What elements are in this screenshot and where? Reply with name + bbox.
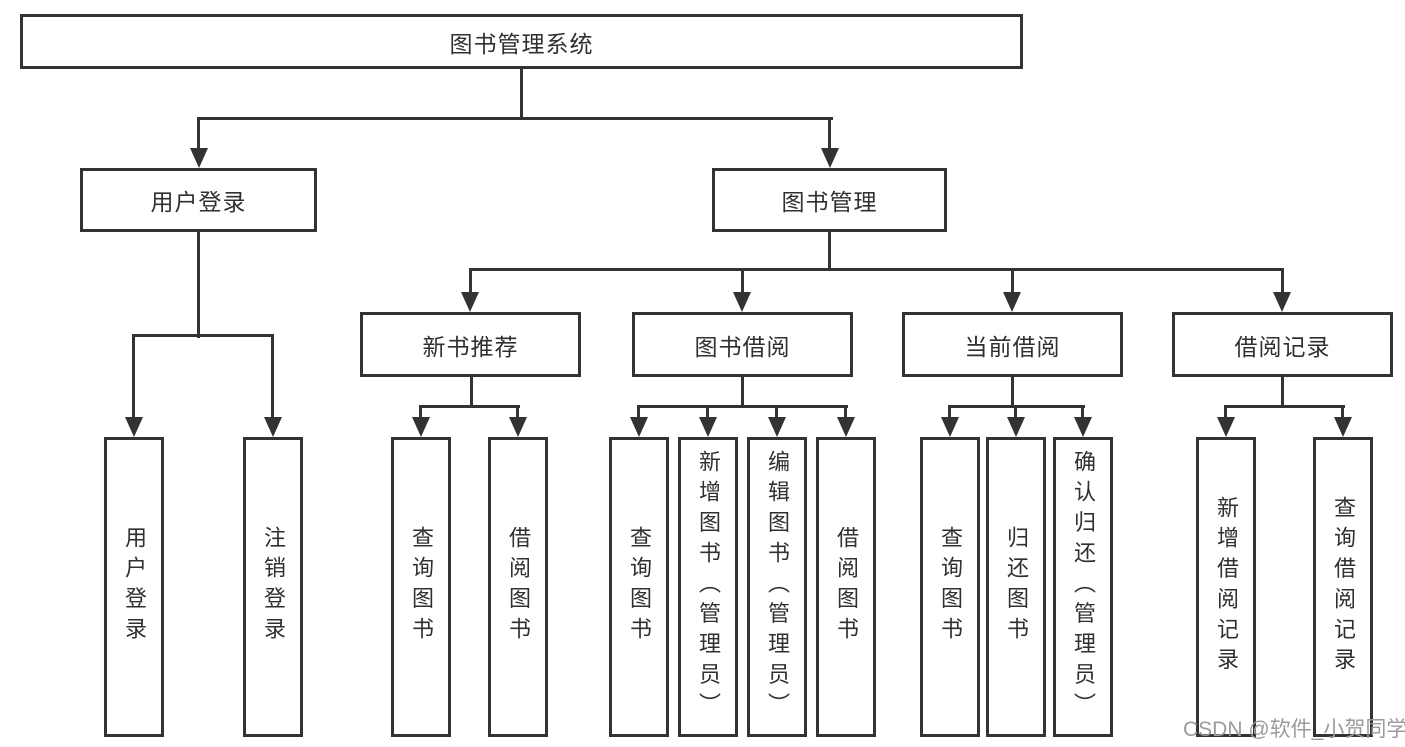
edge-vline (1224, 405, 1227, 420)
edge-vline (741, 268, 744, 295)
edge-vline (516, 405, 519, 420)
node-new-book-recommend: 新书推荐 (360, 312, 581, 377)
edge-vline (828, 117, 831, 151)
arrowhead-down-icon (1334, 417, 1352, 437)
edge-vline (419, 405, 422, 420)
edge-vline (1341, 405, 1344, 420)
leaf-query-books-current: 查询图书 (920, 437, 980, 737)
arrowhead-down-icon (1273, 292, 1291, 312)
node-current-borrow: 当前借阅 (902, 312, 1123, 377)
node-borrow-records: 借阅记录 (1172, 312, 1393, 377)
edge-vline (1011, 377, 1014, 408)
arrowhead-down-icon (837, 417, 855, 437)
edge-vline (197, 117, 200, 151)
arrowhead-down-icon (461, 292, 479, 312)
edge-vline (271, 334, 274, 419)
edge-vline (741, 377, 744, 408)
leaf-return-books: 归还图书 (986, 437, 1046, 737)
arrowhead-down-icon (509, 417, 527, 437)
arrowhead-down-icon (264, 417, 282, 437)
arrowhead-down-icon (190, 148, 208, 168)
arrowhead-down-icon (1074, 417, 1092, 437)
leaf-edit-books-admin: 编辑图书（管理员） (747, 437, 807, 737)
arrowhead-down-icon (941, 417, 959, 437)
edge-vline (520, 69, 523, 119)
node-book-borrow: 图书借阅 (632, 312, 853, 377)
edge-hline (637, 405, 848, 408)
arrowhead-down-icon (733, 292, 751, 312)
edge-hline (132, 334, 274, 337)
leaf-logout: 注销登录 (243, 437, 303, 737)
arrowhead-down-icon (768, 417, 786, 437)
leaf-add-books-admin: 新增图书（管理员） (678, 437, 738, 737)
edge-vline (132, 334, 135, 419)
node-library-management-system: 图书管理系统 (20, 14, 1023, 69)
edge-vline (637, 405, 640, 420)
edge-vline (470, 377, 473, 408)
arrowhead-down-icon (125, 417, 143, 437)
leaf-query-borrow-record: 查询借阅记录 (1313, 437, 1373, 737)
arrowhead-down-icon (1007, 417, 1025, 437)
arrowhead-down-icon (821, 148, 839, 168)
leaf-user-login: 用户登录 (104, 437, 164, 737)
edge-vline (775, 405, 778, 420)
edge-vline (1014, 405, 1017, 420)
edge-vline (948, 405, 951, 420)
node-book-management: 图书管理 (712, 168, 947, 232)
edge-vline (1281, 377, 1284, 408)
edge-vline (844, 405, 847, 420)
edge-hline (419, 405, 520, 408)
leaf-borrow-books-recommend: 借阅图书 (488, 437, 548, 737)
node-user-login: 用户登录 (80, 168, 317, 232)
arrowhead-down-icon (1217, 417, 1235, 437)
leaf-borrow-books: 借阅图书 (816, 437, 876, 737)
arrowhead-down-icon (699, 417, 717, 437)
leaf-query-books-borrow: 查询图书 (609, 437, 669, 737)
edge-hline (1224, 405, 1345, 408)
leaf-query-books-recommend: 查询图书 (391, 437, 451, 737)
edge-hline (469, 268, 1284, 271)
leaf-add-borrow-record: 新增借阅记录 (1196, 437, 1256, 737)
leaf-confirm-return-admin: 确认归还（管理员） (1053, 437, 1113, 737)
arrowhead-down-icon (412, 417, 430, 437)
edge-vline (1081, 405, 1084, 420)
edge-hline (197, 117, 833, 120)
arrowhead-down-icon (1003, 292, 1021, 312)
edge-vline (828, 232, 831, 271)
edge-vline (1281, 268, 1284, 295)
edge-vline (706, 405, 709, 420)
edge-vline (469, 268, 472, 295)
watermark: CSDN @软件_小贺同学 (1183, 718, 1405, 741)
edge-vline (1011, 268, 1014, 295)
edge-vline (197, 232, 200, 338)
arrowhead-down-icon (630, 417, 648, 437)
